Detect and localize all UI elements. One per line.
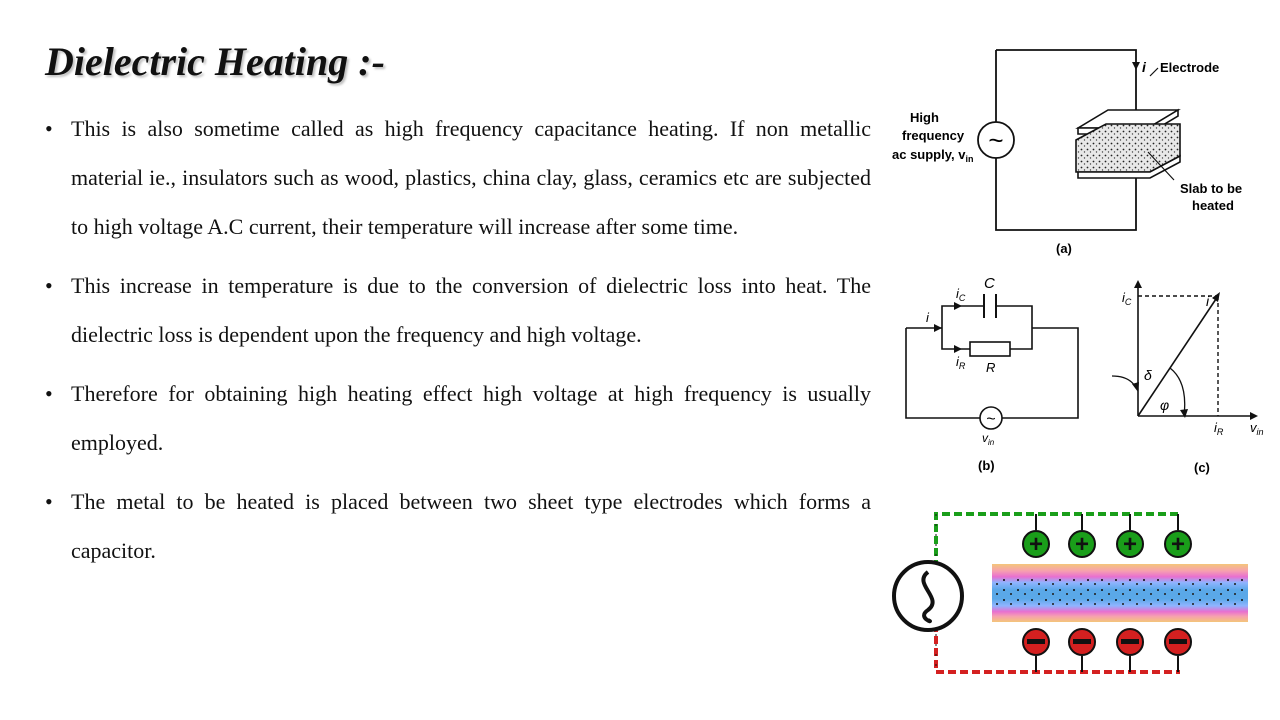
plus-symbol: +	[1123, 531, 1137, 558]
phi-label: φ	[1160, 397, 1169, 413]
ir-label: iR	[1214, 420, 1224, 437]
figure-c-phasor-diagram: iC i δ φ iR vin (c)	[1111, 280, 1264, 475]
plus-charge	[1116, 530, 1144, 558]
resistor	[969, 341, 1011, 357]
i-label: i	[926, 310, 930, 325]
delta-label: δ	[1144, 367, 1152, 383]
ac-source-tilde: ~	[986, 411, 995, 428]
ic-label: iC	[1122, 290, 1132, 307]
bullet-item: • This increase in temperature is due to …	[45, 261, 871, 359]
phi-arc	[1169, 367, 1186, 417]
circuit-wire	[995, 49, 1137, 231]
bullet-text: This increase in temperature is due to t…	[71, 273, 871, 347]
ac-source-symbol	[979, 406, 1003, 430]
figure-b-caption: (b)	[978, 458, 995, 473]
vin-label: vin	[1250, 420, 1264, 437]
negative-wire	[934, 624, 1180, 674]
figure-b-equivalent-circuit: ~ C iC i iR R vin (b)	[905, 275, 1079, 473]
bullet-item: • Therefore for obtaining high heating ef…	[45, 369, 871, 467]
i-label: i	[1206, 293, 1210, 309]
figure-a-caption: (a)	[1056, 241, 1072, 256]
plus-symbol: +	[1075, 531, 1089, 558]
bullet-text: The metal to be heated is placed between…	[71, 489, 871, 563]
bullet-list: • This is also sometime called as high fr…	[45, 104, 871, 585]
ac-source-tilde: ~	[988, 125, 1003, 155]
slab-label-line2: heated	[1192, 198, 1234, 213]
bullet-marker: •	[45, 273, 53, 298]
ic-label: iC	[956, 286, 966, 303]
electrode-label: Electrode	[1160, 60, 1219, 75]
bullet-text: Therefore for obtaining high heating eff…	[71, 381, 871, 455]
current-label: i	[1142, 59, 1147, 75]
ac-source-symbol	[892, 560, 964, 632]
plus-charge	[1068, 530, 1096, 558]
negative-terminals	[1022, 628, 1192, 672]
figure-d-capacitor-illustration: + + + +	[892, 512, 1248, 674]
plus-symbol: +	[1171, 531, 1185, 558]
bullet-text: This is also sometime called as high fre…	[71, 116, 871, 239]
supply-label-line1: High	[910, 110, 939, 125]
bottom-electrode	[1077, 154, 1181, 179]
bullet-marker: •	[45, 489, 53, 514]
slab-label-line1: Slab to be	[1180, 181, 1242, 196]
supply-label-line2: frequency	[902, 128, 965, 143]
current-arrow	[1132, 62, 1140, 70]
circuit-wire	[905, 305, 1079, 419]
vin-label: vin	[982, 431, 995, 447]
plus-charge	[1022, 530, 1050, 558]
r-label: R	[986, 360, 995, 375]
plus-charge	[1164, 530, 1192, 558]
ir-label: iR	[956, 354, 966, 371]
bullet-marker: •	[45, 116, 53, 141]
plus-symbol: +	[1029, 531, 1043, 558]
bullet-marker: •	[45, 381, 53, 406]
ac-source-symbol	[977, 121, 1015, 159]
bullet-item: • The metal to be heated is placed betwee…	[45, 477, 871, 575]
figure-a-electrode-setup: ~ i Electrode Slab to be heated High fre…	[892, 49, 1242, 256]
phasor-i	[1137, 295, 1219, 417]
c-label: C	[984, 275, 995, 292]
bullet-item: • This is also sometime called as high fr…	[45, 104, 871, 251]
electrode-pointer	[1149, 67, 1159, 77]
supply-label-line3: ac supply, vin	[892, 147, 973, 164]
slab-pointer	[1147, 151, 1175, 181]
positive-terminals: + + + +	[1022, 514, 1192, 558]
figure-c-caption: (c)	[1194, 460, 1210, 475]
slide-title: Dielectric Heating :-	[45, 39, 385, 84]
delta-arrow	[1111, 375, 1137, 389]
